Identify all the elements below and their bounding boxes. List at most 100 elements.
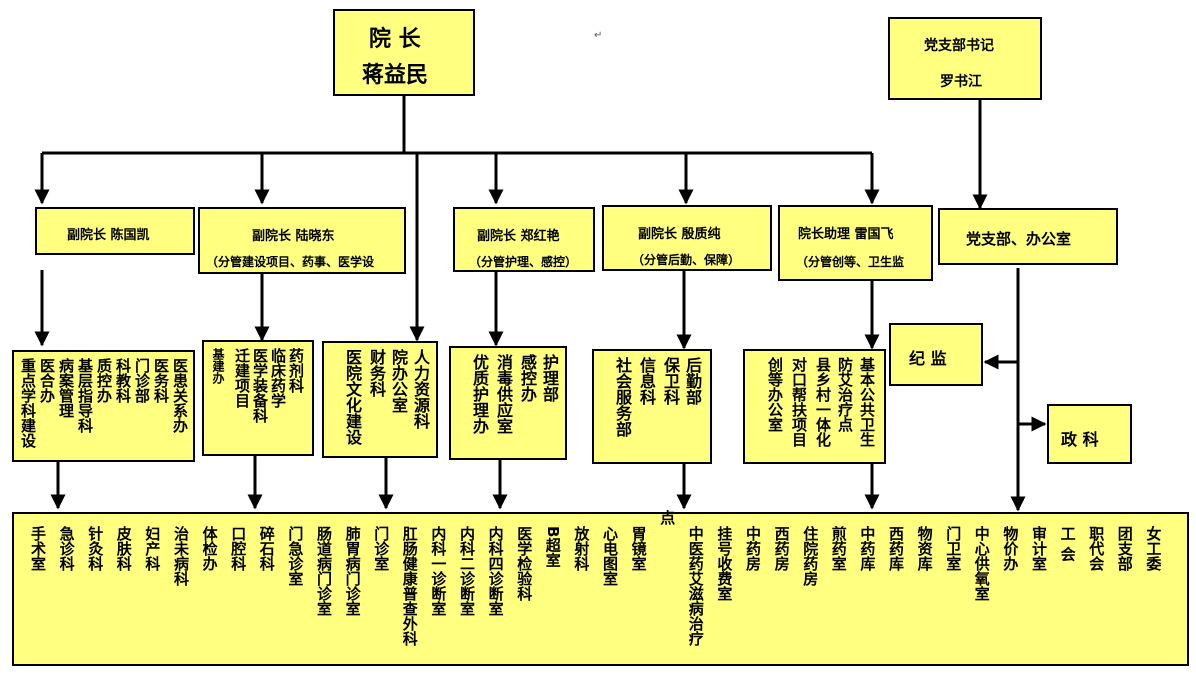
dept-item: 药剂科 (287, 348, 305, 393)
vp-lu-label: 副院长 陆晓东 (252, 229, 335, 244)
president-title: 院 长 (369, 27, 421, 52)
clinical-unit: 治未病科 (172, 526, 190, 586)
dept-item: 后勤部 (683, 357, 702, 405)
clinical-unit: 审计室 (1030, 526, 1048, 571)
dept-item: 县乡村一体化 (814, 357, 832, 447)
dept-item: 医务科 (152, 358, 170, 403)
vp-zheng-label: 副院长 郑红艳 (477, 229, 560, 244)
clinical-unit: 西药房 (772, 526, 791, 571)
clinical-unit: 挂号收费室 (715, 526, 734, 601)
party-secretary-title: 党支部书记 (924, 38, 994, 54)
clinical-unit: 医学检验科 (515, 526, 534, 601)
dept-item: 对口帮扶项目 (790, 357, 808, 447)
vp-yin-sub: （分管后勤、保障） (632, 253, 741, 267)
assistant-sub: （分管创等、卫生监 (796, 255, 905, 269)
clinical-unit: 团支部 (1115, 526, 1134, 571)
clinical-unit: 职代会 (1087, 526, 1106, 571)
dept-item: 医学装备科 (251, 348, 269, 423)
dept-item: 医院文化建设 (343, 349, 362, 445)
dept-item: 病案管理 (57, 358, 75, 418)
politics-box: 政 科 (1047, 404, 1132, 464)
dept-item: 基层指导科 (76, 358, 94, 433)
depts-vp1-box: 医患关系办 医务科 门诊部 科教科 质控办 基层指导科 病案管理 医合办 重点学… (12, 350, 195, 462)
clinical-unit: 肛肠健康普查外科 (400, 526, 419, 646)
dept-item: 临床药学 (269, 348, 287, 408)
clinical-unit: 中医药艾滋病治疗 (686, 526, 705, 646)
party-office-label: 党支部、办公室 (966, 230, 1072, 248)
assistant-label: 院长助理 雷国飞 (798, 227, 894, 242)
clinical-unit: 妇产科 (143, 526, 162, 571)
vp-chen-box: 副院长 陈国凯 (35, 207, 195, 255)
dept-item: 创等办公室 (766, 357, 784, 432)
dept-item: 防艾治疗点 (836, 357, 854, 432)
dept-item: 门诊部 (133, 358, 151, 403)
clinical-unit: 碎石科 (257, 526, 276, 571)
clinical-unit: 内科二诊断室 (458, 526, 476, 616)
clinical-unit: 内科一诊断室 (429, 526, 448, 616)
discipline-box: 纪 监 (889, 323, 983, 386)
clinical-unit: 中药库 (858, 526, 877, 571)
clinical-unit: 住院药房 (801, 526, 820, 586)
depts-assistant-box: 基本公共卫生 防艾治疗点 县乡村一体化 对口帮扶项目 创等办公室 (743, 349, 886, 464)
clinical-unit: 门诊室 (372, 526, 391, 571)
clinical-unit: 点 (658, 510, 677, 525)
dept-item: 优质护理办 (470, 354, 489, 434)
depts-vp3-box: 护理部 感控办 消毒供应室 优质护理办 (449, 346, 567, 460)
dept-item: 迁建项目 (233, 348, 251, 408)
dept-item: 重点学科建设 (19, 358, 37, 448)
vp-yin-box: 副院长 殷质纯 （分管后勤、保障） (602, 205, 772, 271)
depts-vp4-box: 后勤部 保卫科 信息科 社会服务部 (592, 349, 712, 464)
dept-item: 人力资源科 (411, 349, 430, 429)
vp-lu-sub: （分管建设项目、药事、医学设 (206, 255, 375, 269)
paragraph-mark: ↵ (594, 30, 603, 41)
clinical-unit: 急诊科 (57, 526, 76, 571)
dept-item: 财务科 (367, 349, 386, 397)
vp-lu-box: 副院长 陆晓东 （分管建设项目、药事、医学设 (198, 207, 406, 274)
clinical-unit: 物价办 (1001, 526, 1020, 571)
clinical-unit: 工 会 (1058, 526, 1077, 562)
clinical-units-box: 手术室急诊科针灸科皮肤科妇产科治未病科体检办口腔科碎石科门急诊室肠道病门诊室肺胃… (12, 510, 1189, 666)
discipline-label: 纪 监 (909, 349, 947, 368)
assistant-box: 院长助理 雷国飞 （分管创等、卫生监 (778, 205, 933, 281)
clinical-unit: 胃镜室 (629, 526, 648, 571)
clinical-unit: 体检办 (200, 526, 219, 571)
clinical-unit: 针灸科 (86, 526, 105, 571)
dept-item: 信息科 (637, 357, 656, 405)
vp-yin-label: 副院长 殷质纯 (638, 227, 721, 242)
party-secretary-name: 罗书江 (940, 74, 982, 90)
dept-item: 院办公室 (389, 349, 408, 413)
clinical-unit: 门卫室 (944, 526, 963, 571)
clinical-unit: 手术室 (29, 526, 47, 571)
clinical-unit: 物资库 (915, 526, 934, 571)
dept-item: 保卫科 (661, 357, 680, 405)
clinical-unit: 内科四诊断室 (486, 526, 505, 616)
clinical-unit: 西药库 (887, 526, 905, 571)
clinical-unit: 心电图室 (601, 526, 619, 586)
president-box: 院 长 蒋益民 (333, 9, 475, 96)
vp-chen-label: 副院长 陈国凯 (67, 228, 150, 243)
dept-item: 质控办 (95, 358, 113, 403)
clinical-unit: 煎药室 (829, 526, 848, 571)
depts-center-box: 人力资源科 院办公室 财务科 医院文化建设 (322, 341, 438, 458)
clinical-unit: 门急诊室 (286, 526, 305, 586)
party-secretary-box: 党支部书记 罗书江 (888, 17, 1042, 100)
dept-item: 基建办 (211, 348, 225, 384)
dept-item: 消毒供应室 (494, 354, 513, 434)
clinical-unit: 皮肤科 (114, 526, 133, 571)
dept-item: 感控办 (518, 354, 537, 402)
dept-item: 护理部 (540, 354, 559, 402)
dept-item: 科教科 (114, 358, 132, 403)
clinical-unit: 肠道病门诊室 (315, 526, 333, 616)
clinical-unit: 放射科 (572, 526, 591, 571)
dept-item: 医合办 (38, 358, 56, 403)
depts-vp2-box: 药剂科 临床药学 医学装备科 迁建项目 基建办 (202, 340, 314, 456)
clinical-unit: 口腔科 (229, 526, 248, 571)
dept-item: 基本公共卫生 (858, 357, 876, 447)
president-name: 蒋益民 (362, 63, 429, 88)
dept-item: 医患关系办 (171, 358, 189, 433)
clinical-unit: 女工委 (1144, 526, 1163, 571)
clinical-unit: B超室 (543, 526, 562, 568)
vp-zheng-box: 副院长 郑红艳 （分管护理、感控） (453, 207, 595, 272)
clinical-unit: 中药房 (744, 526, 762, 571)
